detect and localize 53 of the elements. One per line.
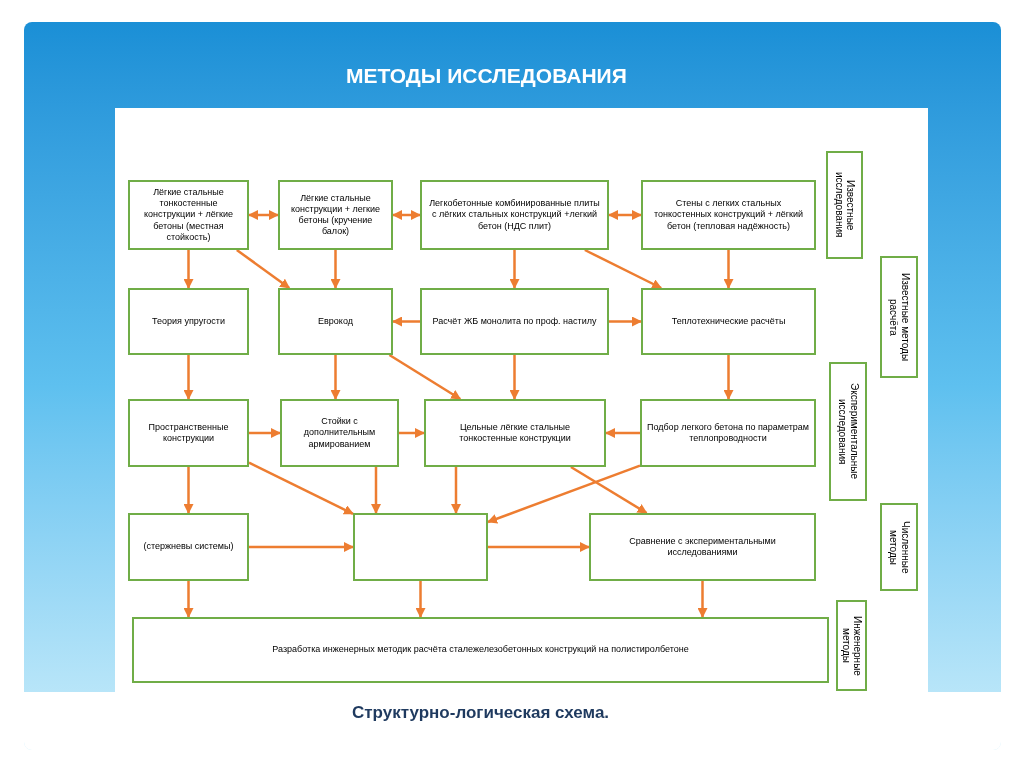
process-box: Еврокод (278, 288, 393, 355)
arrow (249, 542, 354, 552)
category-box: Численные методы (880, 503, 918, 591)
process-box: Стены с легких стальных тонкостенных конструкций + лёгкий бетон (тепловая надёжность) (641, 180, 816, 250)
process-box: Подбор легкого бетона по параметрам теплопроводности (640, 399, 816, 467)
process-box: Теория упругости (128, 288, 249, 355)
arrow (330, 355, 341, 400)
process-box: Теплотехнические расчёты (641, 288, 816, 355)
arrow (488, 542, 590, 552)
arrow (415, 581, 426, 618)
category-box: Экспериментальные исследования (829, 362, 867, 501)
arrow (249, 428, 281, 438)
arrow (697, 581, 708, 618)
process-box: Разработка инженерных методик расчёта сталежелезобетонных конструкций на полистиролбетоне (132, 617, 829, 683)
arrow (451, 467, 461, 514)
arrow (584, 248, 663, 290)
arrow (330, 250, 341, 289)
caption: Структурно-логическая схема. (352, 702, 610, 724)
arrow (399, 428, 425, 438)
slide-title: МЕТОДЫ ИССЛЕДОВАНИЯ (346, 63, 627, 89)
arrow (509, 355, 520, 400)
category-box: Известные методы расчёта (880, 256, 918, 378)
process-box: Стойки с дополнительным армированием (280, 399, 399, 467)
process-box: Лёгкие стальные тонкостенные конструкции + лёгкие бетоны (местная стойкость) (128, 180, 249, 250)
arrow (248, 210, 279, 220)
category-box: Инженерные методы (836, 600, 867, 691)
process-box: Пространственные конструкции (128, 399, 249, 467)
arrow (487, 464, 641, 524)
arrow (248, 461, 354, 515)
process-box: Цельные лёгкие стальные тонкостенные конструкции (424, 399, 606, 467)
process-box: (стержневы системы) (128, 513, 249, 581)
arrow (723, 250, 734, 289)
process-box: Расчёт ЖБ монолита по проф. настилу (420, 288, 609, 355)
arrow (609, 316, 642, 327)
category-box: Известные исследования (826, 151, 863, 259)
process-box: Сравнение с экспериментальными исследованиями (589, 513, 816, 581)
arrow (371, 467, 381, 514)
arrow (570, 465, 648, 515)
arrow (183, 250, 194, 289)
arrow (608, 210, 642, 220)
process-box (353, 513, 488, 581)
arrow (183, 467, 194, 514)
process-box: Лёгкие стальные конструкции + легкие бетоны (кручение балок) (278, 180, 393, 250)
arrow (509, 250, 520, 289)
arrow (392, 210, 421, 220)
process-box: Легкобетонные комбинированные плиты с лёгких стальных конструкций +легкий бетон (НДС плит) (420, 180, 609, 250)
arrow (183, 355, 194, 400)
arrow (605, 428, 640, 438)
arrow (723, 355, 734, 400)
arrow (392, 316, 420, 327)
arrow (183, 581, 194, 618)
arrow (236, 249, 291, 289)
arrow (388, 353, 462, 401)
